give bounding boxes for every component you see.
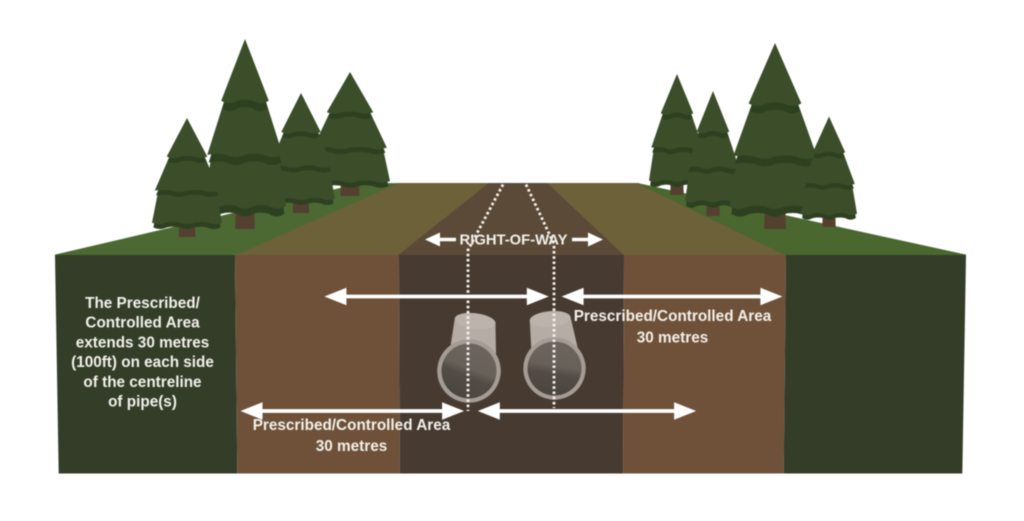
svg-text:30 metres: 30 metres [316,438,387,455]
svg-text:extends 30 metres: extends 30 metres [76,334,210,351]
svg-text:30 metres: 30 metres [637,329,708,346]
svg-text:Prescribed/Controlled Area: Prescribed/Controlled Area [574,308,772,325]
svg-text:Prescribed/Controlled Area: Prescribed/Controlled Area [253,417,451,434]
svg-text:RIGHT-OF-WAY: RIGHT-OF-WAY [460,232,568,248]
svg-text:(100ft) on each side: (100ft) on each side [71,354,214,371]
svg-text:The Prescribed/: The Prescribed/ [85,295,201,312]
svg-text:of the centreline: of the centreline [83,374,201,391]
svg-text:of pipe(s): of pipe(s) [108,394,177,411]
svg-text:Controlled Area: Controlled Area [85,315,200,332]
